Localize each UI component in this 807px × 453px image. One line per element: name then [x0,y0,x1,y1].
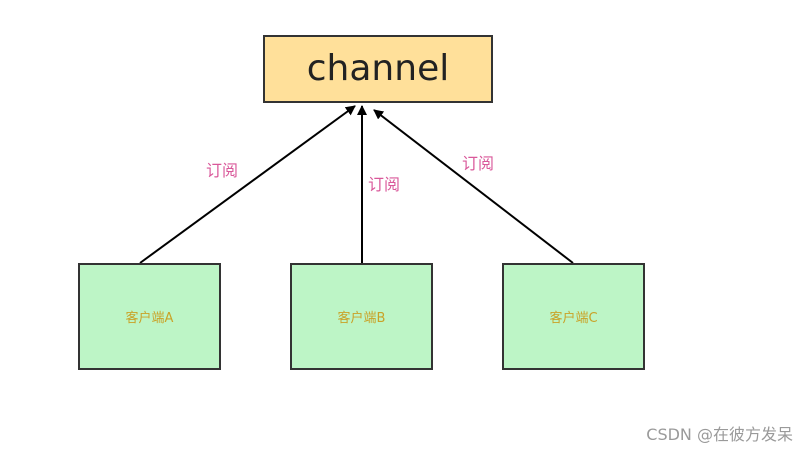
edge-label-subscribe-b: 订阅 [368,175,401,194]
client-node-a: 客户端A [78,263,221,370]
channel-node: channel [263,35,493,103]
edge-label-subscribe-c: 订阅 [462,154,495,173]
client-label-b: 客户端B [337,311,386,326]
arrow-client-a-to-channel [139,105,356,264]
channel-label: channel [306,48,450,89]
client-label-c: 客户端C [549,311,598,326]
client-node-b: 客户端B [290,263,433,370]
arrow-client-c-to-channel [373,109,574,264]
client-node-c: 客户端C [502,263,645,370]
watermark: CSDN @在彼方发呆 [646,425,793,444]
client-label-a: 客户端A [125,311,174,326]
edge-label-subscribe-a: 订阅 [206,161,239,180]
